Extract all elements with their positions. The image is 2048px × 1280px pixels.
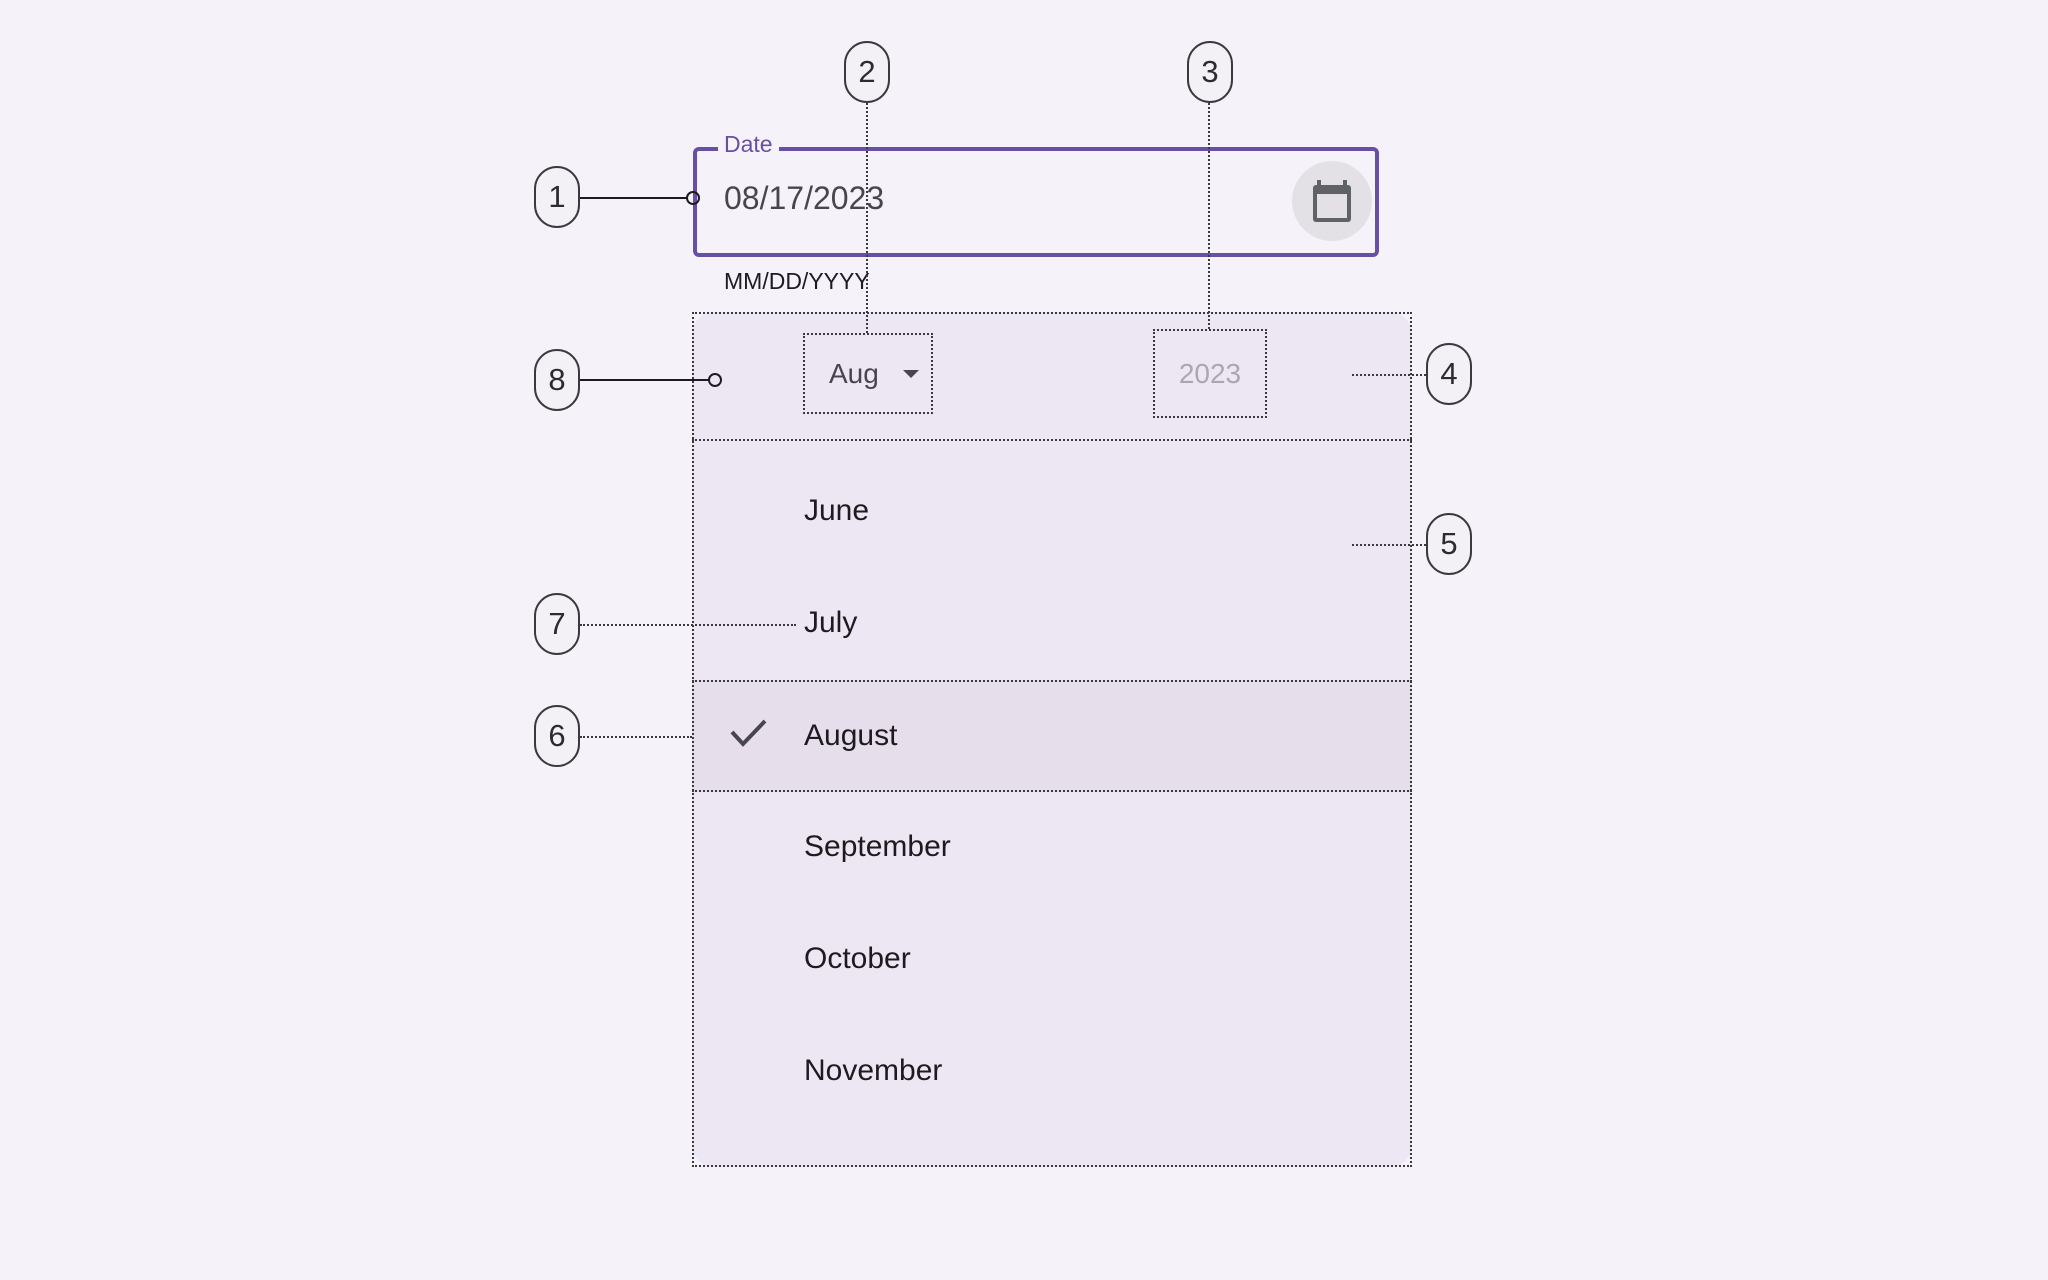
callout-6: 6 — [534, 705, 580, 767]
menu-item-september[interactable]: September — [692, 791, 1412, 903]
callout-8-anchor — [708, 373, 722, 387]
callout-1-leader — [580, 197, 687, 199]
menu-item-june[interactable]: June — [692, 455, 1412, 567]
callout-5: 5 — [1426, 513, 1472, 575]
callout-5-leader — [1352, 544, 1426, 546]
date-field-label: Date — [718, 131, 779, 158]
callout-2: 2 — [844, 41, 890, 103]
calendar-button[interactable] — [1292, 161, 1372, 241]
callout-6-leader — [580, 736, 692, 738]
date-format-hint: MM/DD/YYYY — [724, 268, 870, 294]
menu-item-label: November — [804, 1054, 943, 1087]
callout-2-leader — [866, 103, 868, 333]
calendar-icon — [1313, 180, 1351, 222]
menu-item-label: October — [804, 942, 911, 975]
month-select-button[interactable]: Aug — [803, 333, 933, 414]
menu-outline-guide — [692, 312, 1412, 1167]
date-field-value[interactable]: 08/17/2023 — [724, 180, 885, 216]
callout-8: 8 — [534, 349, 580, 411]
callout-8-leader — [580, 379, 709, 381]
callout-7-leader — [580, 624, 796, 626]
menu-item-label: August — [804, 719, 898, 752]
check-icon — [730, 719, 767, 747]
callout-3: 3 — [1187, 41, 1233, 103]
menu-item-november[interactable]: November — [692, 1015, 1412, 1127]
callout-4-leader — [1352, 374, 1426, 376]
dropdown-caret-icon — [902, 369, 919, 378]
callout-1-anchor — [686, 191, 700, 205]
callout-7: 7 — [534, 593, 580, 655]
callout-4: 4 — [1426, 343, 1472, 405]
callout-1: 1 — [534, 166, 580, 228]
menu-item-label: September — [804, 830, 951, 863]
header-divider-guide — [692, 439, 1412, 441]
menu-item-august[interactable]: August — [692, 680, 1412, 792]
menu-item-july[interactable]: July — [692, 567, 1412, 679]
menu-item-october[interactable]: October — [692, 903, 1412, 1015]
year-select-button[interactable]: 2023 — [1153, 329, 1267, 418]
month-select-label: Aug — [829, 357, 879, 389]
year-select-label: 2023 — [1178, 357, 1242, 389]
callout-3-leader — [1208, 103, 1210, 329]
menu-item-label: June — [804, 494, 870, 527]
menu-item-label: July — [804, 606, 858, 639]
